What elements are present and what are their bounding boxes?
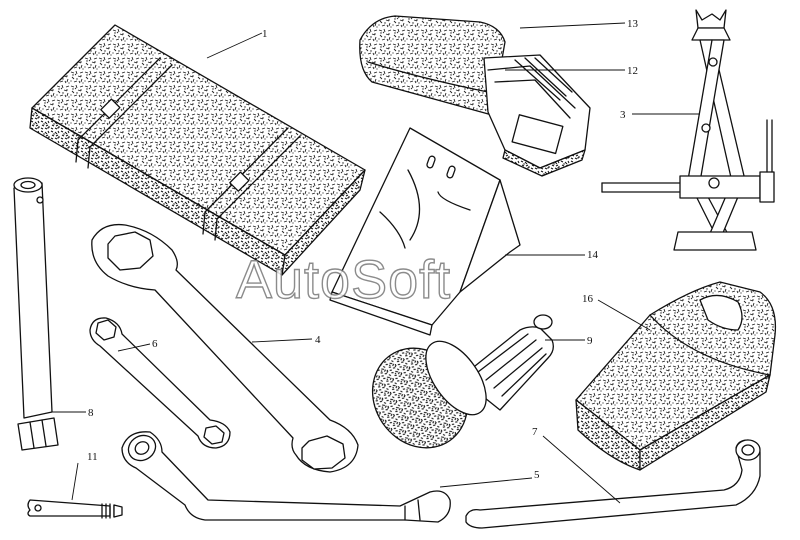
callout-11: 11 [87, 451, 98, 463]
callout-3: 3 [620, 109, 626, 121]
callout-7: 7 [532, 426, 538, 438]
callout-8: 8 [88, 407, 94, 419]
ring-spanner [89, 317, 231, 449]
callout-5: 5 [534, 469, 540, 481]
scissor-jack [601, 9, 775, 251]
l-wrench [465, 439, 761, 529]
callout-6: 6 [152, 338, 158, 350]
callout-12: 12 [627, 65, 638, 77]
callout-14: 14 [587, 249, 599, 261]
pin [27, 499, 123, 519]
box-wrench [91, 223, 359, 473]
pouch [575, 281, 777, 471]
watermark-text: AutoSoft [236, 250, 451, 310]
callout-1: 1 [262, 28, 268, 40]
wheel-chock [329, 127, 521, 336]
leader-lines [52, 22, 700, 504]
callout-13: 13 [627, 18, 639, 30]
lug-wrench [121, 431, 451, 523]
screwdriver-handle [371, 314, 554, 449]
jack-bag [359, 15, 591, 177]
callout-9: 9 [587, 335, 593, 347]
callout-16: 16 [582, 293, 594, 305]
callout-4: 4 [315, 334, 321, 346]
tube-wrench [13, 177, 59, 451]
tool-bag [29, 24, 366, 276]
